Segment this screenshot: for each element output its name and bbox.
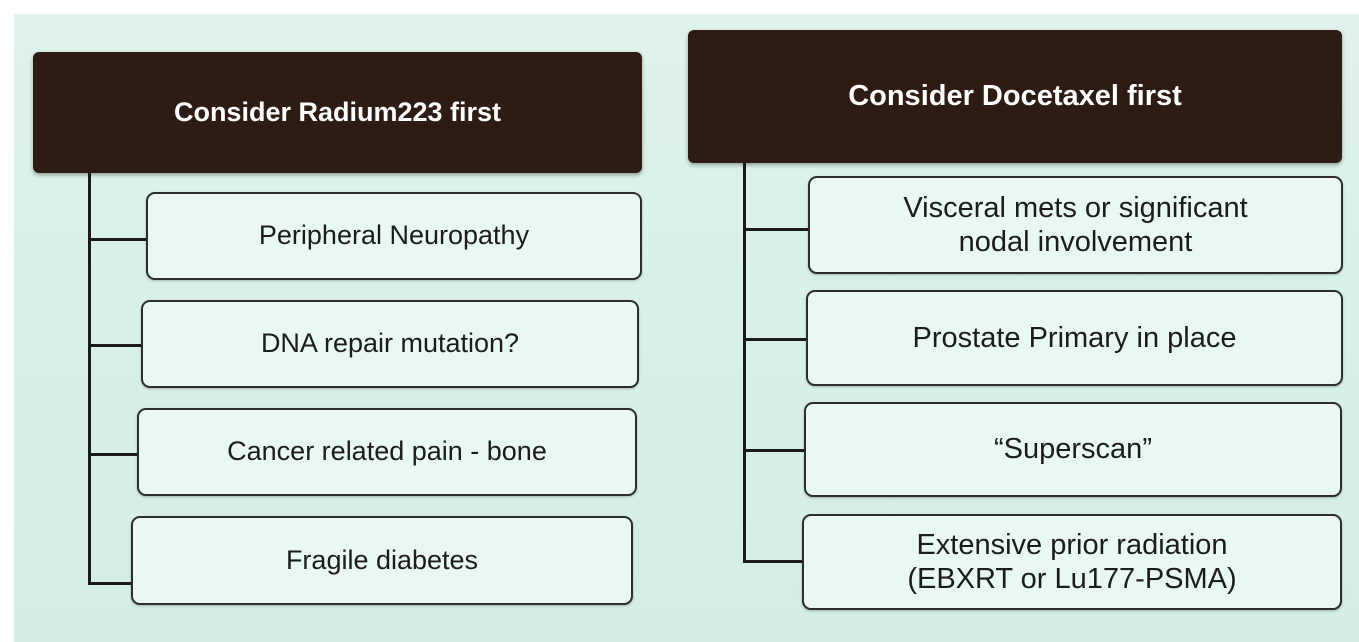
radium-criterion-box: Fragile diabetes [131, 516, 633, 605]
docetaxel-criterion-line1: Visceral mets or significant [903, 191, 1248, 224]
radium-criterion-text: Fragile diabetes [285, 544, 479, 575]
radium-criterion-text: DNA repair mutation? [260, 328, 520, 359]
docetaxel-criterion-text: Prostate Primary in place [912, 321, 1237, 354]
left-branch-connector-3 [88, 453, 139, 456]
radium-criterion-box: DNA repair mutation? [141, 300, 639, 388]
docetaxel-criterion-line2: nodal involvement [958, 226, 1193, 258]
left-branch-connector-4 [88, 582, 133, 585]
left-branch-connector-2 [88, 344, 143, 347]
right-branch-connector-2 [743, 338, 808, 341]
right-trunk-connector [743, 163, 746, 563]
radium-criterion-text: Cancer related pain - bone [227, 436, 547, 467]
right-branch-connector-4 [743, 560, 804, 563]
slide-frame-top [0, 0, 1359, 14]
docetaxel-header: Consider Docetaxel first [688, 30, 1342, 163]
radium223-header: Consider Radium223 first [33, 52, 642, 173]
docetaxel-criterion-box: Prostate Primary in place [806, 290, 1343, 386]
docetaxel-criterion-box: “Superscan” [804, 402, 1342, 497]
left-trunk-connector [88, 173, 91, 584]
docetaxel-criterion-box: Visceral mets or significant nodal invol… [808, 176, 1343, 274]
slide-frame-left [0, 0, 14, 642]
docetaxel-criterion-line2: (EBXRT or Lu177-PSMA) [907, 563, 1237, 595]
docetaxel-criterion-box: Extensive prior radiation (EBXRT or Lu17… [802, 514, 1342, 610]
docetaxel-criterion-text: “Superscan” [994, 433, 1152, 466]
radium-criterion-box: Cancer related pain - bone [137, 408, 637, 496]
right-branch-connector-3 [743, 449, 806, 452]
docetaxel-criterion-line1: Extensive prior radiation [916, 528, 1228, 561]
right-branch-connector-1 [743, 228, 810, 231]
left-branch-connector-1 [88, 238, 148, 241]
radium-criterion-text: Peripheral Neuropathy [258, 220, 530, 251]
radium-criterion-box: Peripheral Neuropathy [146, 192, 642, 280]
